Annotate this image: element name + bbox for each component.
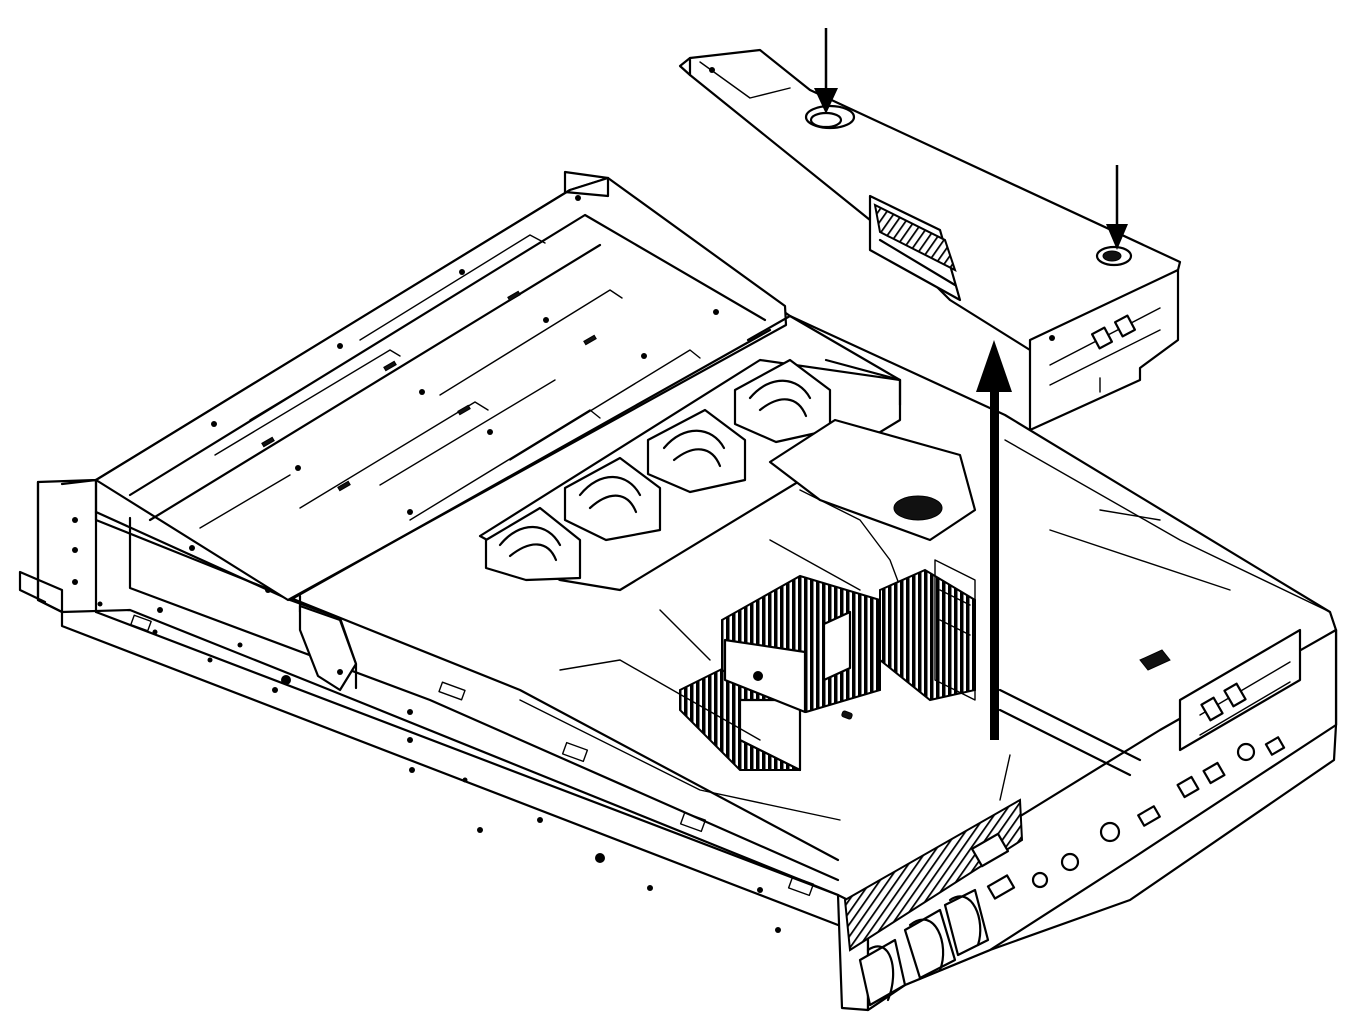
side-wall-slots <box>130 614 815 897</box>
heatsink <box>721 574 881 714</box>
riser-rear-bracket <box>1028 268 1180 432</box>
thumbscrew <box>804 104 856 130</box>
fan-module <box>484 506 582 582</box>
thumbscrew <box>1095 245 1133 267</box>
cover-slots <box>199 234 701 529</box>
instruction-arrows <box>814 28 1128 740</box>
cover-latch-marks <box>261 290 597 492</box>
cover-screw-holes <box>189 195 719 593</box>
duct-opening <box>893 495 943 521</box>
riser-card-edge <box>873 203 957 272</box>
front-rack-ear <box>298 604 358 692</box>
side-wall-holes <box>72 517 781 933</box>
lift-arrow <box>976 340 1012 740</box>
fan-module <box>646 408 747 494</box>
rear-ports <box>970 736 1286 900</box>
server-chassis <box>18 170 1338 1012</box>
power-supply <box>903 908 957 980</box>
motherboard-area <box>519 418 977 821</box>
rear-expansion-slots <box>1178 628 1302 752</box>
riser-cage <box>678 48 1182 432</box>
rear-panel <box>843 439 1338 1012</box>
power-supply <box>858 938 907 1007</box>
power-supply <box>943 888 990 957</box>
rear-vent-grille <box>843 798 1024 952</box>
drive-bay-cover <box>94 176 788 602</box>
fan-module-row <box>478 314 902 592</box>
chassis-front-bracket <box>18 480 64 614</box>
fan-module <box>563 456 662 542</box>
